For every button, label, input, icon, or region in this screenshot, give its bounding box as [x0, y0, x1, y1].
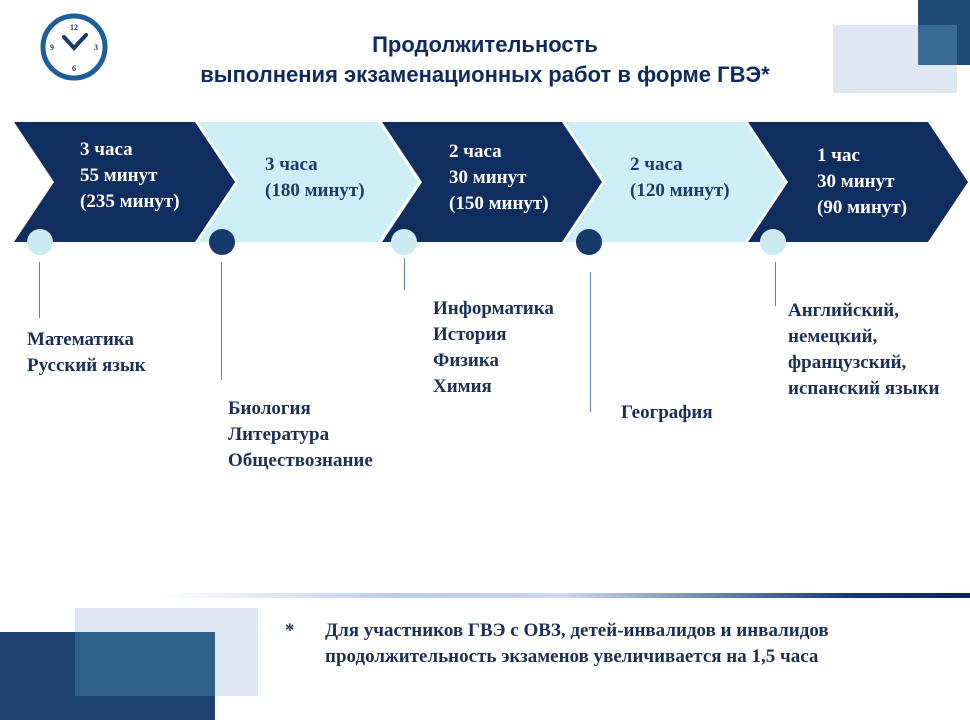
subject: Математика: [27, 329, 134, 350]
chevron-step-1: [14, 122, 235, 242]
timeline-dot: [391, 229, 417, 255]
subject: Химия: [433, 376, 492, 397]
duration-line: (150 минут): [449, 193, 549, 214]
subjects-step-3: Информатика История Физика Химия: [433, 296, 554, 400]
subject: Обществознание: [228, 450, 373, 471]
subject: История: [433, 324, 507, 345]
subjects-step-4: География: [621, 400, 713, 426]
chevron-step-5: [748, 122, 968, 242]
subject: Русский язык: [27, 355, 146, 376]
subject: французский,: [788, 352, 907, 373]
svg-text:3: 3: [94, 43, 98, 52]
deco-square-mid: [75, 632, 215, 696]
connector-line: [590, 272, 591, 412]
duration-step-5: 1 час 30 минут (90 минут): [817, 143, 907, 221]
timeline-dot: [576, 229, 602, 255]
connector-line: [221, 262, 222, 380]
subject: Физика: [433, 350, 500, 371]
chevron-step-2: [198, 122, 418, 242]
connector-line: [775, 262, 776, 306]
page-title-line2: выполнения экзаменационных работ в форме…: [200, 62, 770, 87]
subject: География: [621, 402, 713, 423]
chevron-step-3: [382, 122, 602, 242]
footnote: * Для участников ГВЭ с ОВЗ, детей-инвали…: [285, 618, 829, 670]
duration-step-1: 3 часа 55 минут (235 минут): [80, 137, 180, 215]
subject: Литература: [228, 424, 330, 445]
subject: Биология: [228, 398, 311, 419]
duration-step-3: 2 часа 30 минут (150 минут): [449, 139, 549, 217]
duration-line: 3 часа: [80, 139, 133, 160]
timeline-dot: [760, 229, 786, 255]
duration-line: (180 минут): [265, 180, 365, 201]
duration-step-4: 2 часа (120 минут): [630, 152, 730, 204]
duration-line: 2 часа: [449, 141, 502, 162]
duration-line: 3 часа: [265, 154, 318, 175]
svg-text:9: 9: [50, 43, 54, 52]
duration-line: (90 минут): [817, 197, 908, 218]
chevron-timeline: [14, 122, 968, 242]
connector-line: [39, 262, 40, 318]
footnote-line: продолжительность экзаменов увеличиваетс…: [325, 646, 819, 667]
clock-icon: 12 6 9 3: [40, 13, 108, 81]
subject: Английский,: [788, 300, 899, 321]
timeline-dot: [209, 229, 235, 255]
duration-line: 55 минут: [80, 165, 158, 186]
connector-line: [404, 258, 405, 290]
page-title-line1: Продолжительность: [372, 32, 598, 57]
subject: испанский языки: [788, 378, 940, 399]
duration-line: (120 минут): [630, 180, 730, 201]
subject: Информатика: [433, 298, 554, 319]
duration-line: 2 часа: [630, 154, 683, 175]
duration-line: 30 минут: [449, 167, 527, 188]
timeline-dot: [27, 229, 53, 255]
duration-step-2: 3 часа (180 минут): [265, 152, 365, 204]
footnote-line: Для участников ГВЭ с ОВЗ, детей-инвалидо…: [325, 620, 829, 641]
svg-text:6: 6: [72, 64, 76, 73]
subjects-step-5: Английский, немецкий, французский, испан…: [788, 298, 939, 402]
deco-square-mid: [918, 25, 957, 65]
subject: немецкий,: [788, 326, 878, 347]
footnote-mark: *: [285, 620, 295, 641]
subjects-step-2: Биология Литература Обществознание: [228, 396, 373, 474]
subjects-step-1: Математика Русский язык: [27, 327, 146, 379]
divider-line: [160, 593, 970, 598]
duration-line: 30 минут: [817, 171, 895, 192]
duration-line: 1 час: [817, 145, 860, 166]
chevron-step-4: [565, 122, 785, 242]
svg-text:12: 12: [70, 23, 78, 32]
duration-line: (235 минут): [80, 191, 180, 212]
